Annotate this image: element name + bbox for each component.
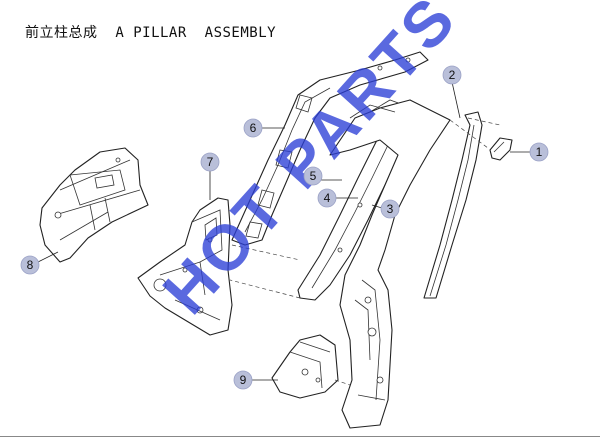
callout-2: 2	[442, 65, 462, 85]
callout-label-4: 4	[324, 191, 331, 205]
callout-8: 8	[20, 255, 40, 275]
callout-label-3: 3	[387, 202, 394, 216]
callout-label-8: 8	[27, 258, 34, 272]
callout-1: 1	[529, 142, 549, 162]
bottom-divider	[0, 436, 600, 437]
callout-7: 7	[200, 152, 220, 172]
part-2-outer-strip	[423, 111, 483, 299]
callout-label-1: 1	[536, 145, 543, 159]
callout-5: 5	[303, 166, 323, 186]
callout-label-2: 2	[449, 68, 456, 82]
callout-3: 3	[380, 199, 400, 219]
callout-6: 6	[243, 118, 263, 138]
callout-label-5: 5	[310, 169, 317, 183]
part-9-lower-bracket	[271, 334, 339, 399]
part-7-pillar-bracket	[137, 197, 233, 336]
part-3-outer-panel	[329, 99, 451, 429]
callout-9: 9	[233, 370, 253, 390]
callout-label-7: 7	[207, 155, 214, 169]
part-1-weather-strip	[489, 137, 513, 161]
assembly-lines	[229, 117, 501, 386]
leader-lines	[37, 81, 530, 381]
callout-label-6: 6	[250, 121, 257, 135]
callout-label-9: 9	[240, 373, 247, 387]
callout-4: 4	[317, 188, 337, 208]
diagram-title: 前立柱总成 A PILLAR ASSEMBLY	[25, 25, 277, 41]
part-6-upper-reinforcement	[231, 51, 429, 246]
part-8-inner-panel	[39, 147, 149, 263]
